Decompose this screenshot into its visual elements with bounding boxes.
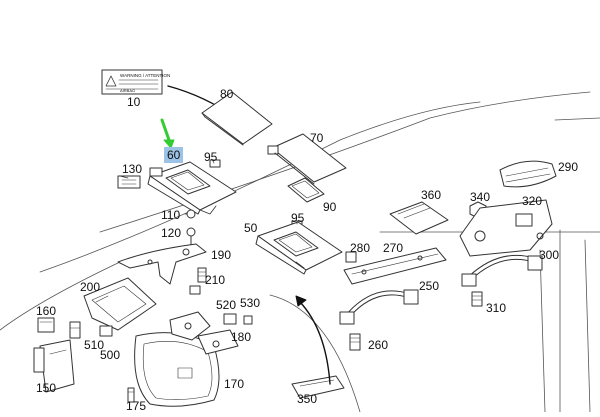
warning-label-line1: WARNING / ATTENTION xyxy=(120,73,170,78)
screw-120 xyxy=(186,227,196,247)
connector-520 xyxy=(223,313,237,325)
mirror-cover-80 xyxy=(201,91,273,146)
part-label-320: 320 xyxy=(522,194,543,208)
clip-530 xyxy=(243,315,253,325)
part-label-210: 210 xyxy=(205,273,226,287)
grab-handle-300 xyxy=(461,254,543,287)
clip-160 xyxy=(37,317,55,333)
warning-label-part xyxy=(101,69,163,95)
mirror-mount xyxy=(169,311,211,341)
part-label-360: 360 xyxy=(421,188,442,202)
cover-200 xyxy=(83,277,157,331)
part-label-290: 290 xyxy=(558,160,579,174)
part-label-95b: 95 xyxy=(291,211,305,225)
sun-visor-50 xyxy=(255,221,343,275)
arrow-head-350 xyxy=(295,295,307,307)
part-label-270: 270 xyxy=(383,241,404,255)
warning-label-line2: AIRBAG xyxy=(120,88,135,93)
green-arrow-head xyxy=(163,139,175,149)
part-label-150: 150 xyxy=(36,381,57,395)
part-label-175: 175 xyxy=(126,399,147,413)
washer-110 xyxy=(186,209,196,219)
mirror-housing-150 xyxy=(33,339,75,393)
part-label-350: 350 xyxy=(297,392,318,406)
part-label-200: 200 xyxy=(80,280,101,294)
part-label-130: 130 xyxy=(122,162,143,176)
part-label-120: 120 xyxy=(161,226,182,240)
green-arrow xyxy=(160,118,171,142)
curved-arrow-350 xyxy=(299,301,331,385)
part-label-180: 180 xyxy=(231,330,252,344)
bolt-175 xyxy=(127,387,135,403)
part-label-340: 340 xyxy=(470,190,491,204)
mirror-cover-70 xyxy=(267,133,347,185)
part-label-520: 520 xyxy=(216,298,237,312)
rail-270 xyxy=(343,247,447,285)
part-label-170: 170 xyxy=(224,377,245,391)
part-label-250: 250 xyxy=(419,279,440,293)
pin-310 xyxy=(471,291,483,307)
grab-handle-250 xyxy=(339,289,419,325)
bracket-350 xyxy=(291,375,345,399)
part-label-110: 110 xyxy=(161,208,181,222)
lens-290 xyxy=(499,160,557,188)
sensor-180 xyxy=(197,329,239,355)
part-label-60: 60 xyxy=(164,147,184,163)
part-label-310: 310 xyxy=(486,301,507,315)
part-label-95a: 95 xyxy=(204,150,218,164)
part-label-90: 90 xyxy=(323,200,337,214)
sun-visor-60 xyxy=(147,161,237,215)
part-label-160: 160 xyxy=(36,304,57,318)
clip-280 xyxy=(345,251,357,263)
stud-510 xyxy=(69,321,81,339)
console-320 xyxy=(459,199,553,257)
bracket-130 xyxy=(117,175,141,189)
part-label-530: 530 xyxy=(240,296,261,310)
part-label-10: 10 xyxy=(127,95,141,109)
pin-260 xyxy=(349,333,361,351)
pad-360 xyxy=(389,201,449,235)
part-label-280: 280 xyxy=(350,241,371,255)
part-label-260: 260 xyxy=(368,338,389,352)
part-label-50: 50 xyxy=(244,221,258,235)
part-label-80: 80 xyxy=(220,87,234,101)
part-label-510: 510 xyxy=(84,338,105,352)
part-label-500: 500 xyxy=(100,348,121,362)
leader-lines xyxy=(119,160,298,225)
part-label-190: 190 xyxy=(211,248,232,262)
part-label-300: 300 xyxy=(539,248,560,262)
clip-95a xyxy=(209,159,221,168)
bracket-190 xyxy=(117,243,207,285)
nut-210 xyxy=(189,285,201,295)
pin-210 xyxy=(197,267,207,283)
bracket-500 xyxy=(99,325,113,337)
part-label-70: 70 xyxy=(310,131,324,145)
